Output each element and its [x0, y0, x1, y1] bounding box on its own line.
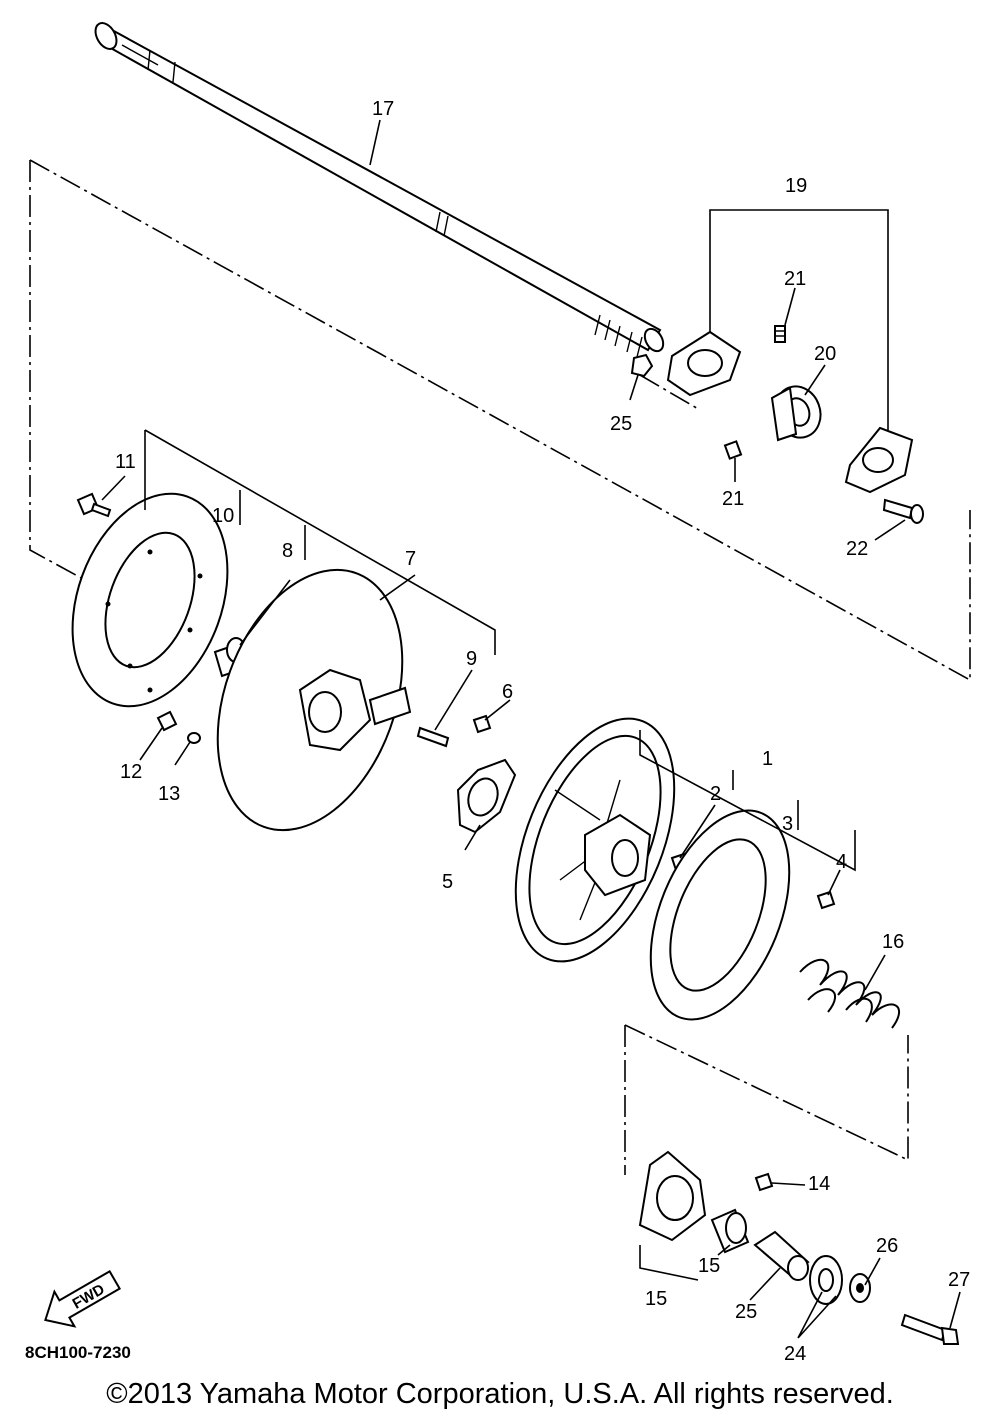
set-screw-part-21-top: [774, 325, 786, 343]
lower-assembly-outline: [624, 1024, 909, 1175]
washer-part-13: [187, 732, 201, 744]
callout-6: 6: [502, 681, 513, 703]
callout-18: 17: [372, 98, 394, 120]
nut-part-14: [754, 1172, 774, 1192]
leader-lines: [101, 119, 961, 1339]
nut-part-23: [630, 353, 654, 378]
callout-13: 13: [158, 783, 180, 805]
callout-16: 15: [698, 1255, 720, 1277]
washer-part-26: [849, 1273, 871, 1303]
callout-19: 19: [785, 175, 807, 197]
callout-23: 25: [610, 413, 632, 435]
callout-3: 3: [782, 813, 793, 835]
bolt-part-11: [76, 492, 112, 518]
sheave-part-7: [216, 568, 412, 832]
fwd-arrow-icon: FWD: [44, 1269, 122, 1328]
callout-5: 5: [442, 871, 453, 893]
bolt-part-27: [900, 1313, 960, 1345]
callout-27: 27: [948, 1269, 970, 1291]
plate-part-3: [649, 809, 791, 1021]
callout-15-label: 15: [645, 1288, 667, 1310]
bearing-part-20: [770, 385, 822, 442]
callout-12: 12: [120, 761, 142, 783]
callout-9: 9: [466, 648, 477, 670]
callout-11: 11: [115, 451, 136, 473]
callout-14: 14: [808, 1173, 830, 1195]
housing-part-15: [638, 1150, 707, 1242]
sleeve-part-25: [753, 1230, 810, 1281]
bolt-part-22: [882, 498, 924, 524]
callout-7: 7: [405, 548, 416, 570]
bushing-part-16: [710, 1208, 750, 1254]
callout-26: 26: [876, 1235, 898, 1257]
callout-25-label: 25: [735, 1301, 757, 1323]
sliding-sheave-part-1: [514, 717, 676, 963]
callout-4: 4: [836, 851, 847, 873]
screw-part-12: [156, 710, 178, 732]
callout-1: 1: [762, 748, 773, 770]
screw-part-4: [816, 890, 836, 910]
plate-part-10: [71, 492, 229, 708]
roller-part-24: [809, 1255, 843, 1305]
set-screw-part-21-bottom: [723, 440, 743, 460]
callout-labels: 17 19 21 20 25 21 22 11 10 8 7 9 6 12 13…: [115, 98, 970, 1365]
shaft-part-18: [94, 22, 665, 358]
callout-10: 10: [212, 505, 234, 527]
callout-22: 22: [846, 538, 868, 560]
callout-21-bottom: 21: [722, 488, 744, 510]
callout-17: 16: [882, 931, 904, 953]
exploded-parts-diagram: 17 19 21 20 25 21 22 11 10 8 7 9 6 12 13…: [25, 22, 971, 1365]
callout-8: 8: [282, 540, 293, 562]
assembly-outline: [29, 159, 971, 682]
callout-2: 2: [710, 783, 721, 805]
callout-24: 24: [784, 1343, 806, 1365]
spring-part-17: [799, 958, 900, 1029]
callout-20: 20: [814, 343, 836, 365]
callout-21-top: 21: [784, 268, 806, 290]
pin-part-9: [416, 726, 450, 748]
drawing-code: 8CH100-7230: [25, 1343, 131, 1362]
gasket-part-5: [456, 758, 517, 834]
bearing-housing-part-19: [666, 209, 914, 494]
copyright-notice: ©2013 Yamaha Motor Corporation, U.S.A. A…: [106, 1378, 894, 1410]
